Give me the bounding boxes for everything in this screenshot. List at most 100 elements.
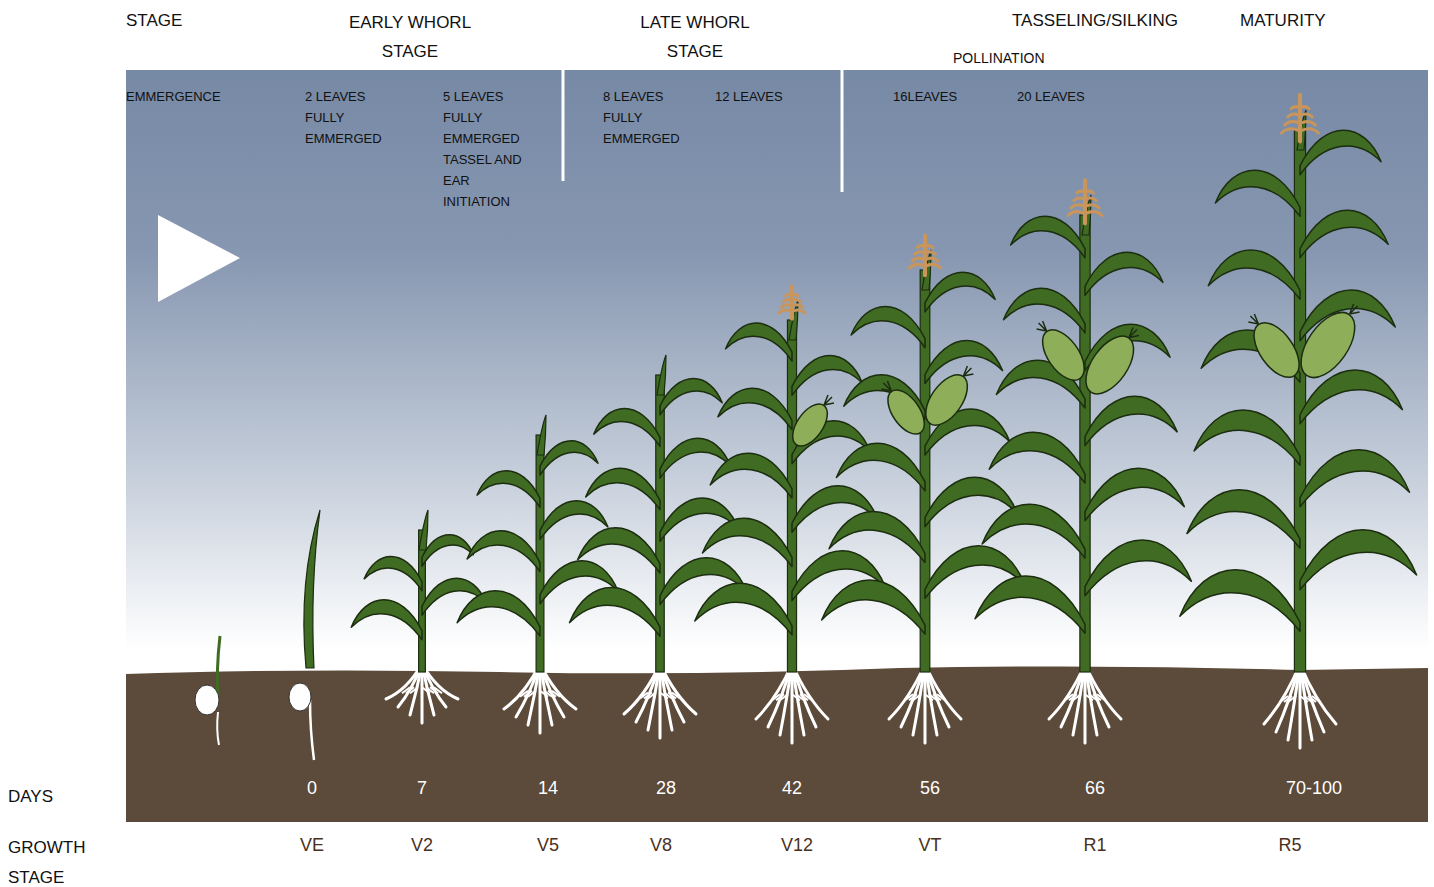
ear xyxy=(917,368,975,433)
tassel xyxy=(912,258,925,261)
root xyxy=(660,664,696,714)
root xyxy=(1073,664,1085,735)
tassel xyxy=(925,264,941,268)
leaf xyxy=(569,588,660,637)
tassel xyxy=(792,300,800,302)
leaf xyxy=(1180,570,1300,632)
leaf-count-label: 20 LEAVES xyxy=(1017,86,1085,107)
ear xyxy=(1245,315,1308,385)
tassel xyxy=(1300,121,1315,125)
root xyxy=(913,694,921,700)
stem xyxy=(920,270,930,672)
day-number: 56 xyxy=(885,776,975,800)
leaf xyxy=(829,512,925,563)
stage-divider xyxy=(841,70,844,192)
leaf xyxy=(1208,250,1300,299)
leaf xyxy=(726,323,792,361)
leaf xyxy=(1085,468,1184,520)
leaf xyxy=(1194,410,1300,465)
tassel xyxy=(1071,205,1085,208)
root xyxy=(1300,664,1336,724)
ear xyxy=(786,398,835,452)
leaf xyxy=(578,528,660,573)
ear xyxy=(1076,328,1143,402)
root xyxy=(780,664,792,735)
leaf xyxy=(718,388,792,429)
ear xyxy=(881,384,932,441)
tassel xyxy=(1074,198,1085,201)
root xyxy=(540,664,576,709)
sky-panel xyxy=(126,70,1428,680)
root xyxy=(310,700,314,760)
leaf xyxy=(1300,210,1388,258)
tassel xyxy=(1085,212,1102,216)
stage-heading: TASSELING/SILKING xyxy=(1012,8,1178,34)
root xyxy=(528,691,536,697)
tassel xyxy=(1282,129,1300,133)
growth-stage-code: V2 xyxy=(382,833,462,857)
silk xyxy=(824,395,834,405)
silk xyxy=(1037,321,1047,331)
leaf xyxy=(467,531,540,572)
tassel xyxy=(779,310,792,313)
leaf-count-label: 2 LEAVES FULLY EMMERGED xyxy=(305,86,400,149)
leaf xyxy=(1003,288,1085,333)
stage-heading: LATE WHORL STAGE xyxy=(625,8,765,66)
root xyxy=(792,664,828,719)
leaf xyxy=(989,432,1085,483)
growth-stage-code: V8 xyxy=(621,833,701,857)
silk xyxy=(881,381,891,391)
day-number: 42 xyxy=(747,776,837,800)
growth-stage-code: R1 xyxy=(1055,833,1135,857)
sprout xyxy=(217,636,220,700)
leaf xyxy=(537,415,546,455)
leaf-count-label: 8 LEAVES FULLY EMMERGED xyxy=(603,86,698,149)
leaf xyxy=(851,306,925,347)
seed xyxy=(289,683,311,711)
leaf xyxy=(1215,170,1300,216)
silk xyxy=(1350,304,1360,314)
leaf xyxy=(660,379,722,415)
leaf xyxy=(1011,216,1085,258)
leaf-count-label: 16LEAVES xyxy=(893,86,957,107)
silk xyxy=(963,366,973,376)
tassel xyxy=(925,246,933,248)
tassel xyxy=(1300,107,1309,109)
tassel xyxy=(1285,121,1300,125)
stage-heading: MATURITY xyxy=(1240,8,1326,34)
root xyxy=(1097,694,1105,700)
leaf xyxy=(594,408,660,446)
day-number: 28 xyxy=(621,776,711,800)
tassel xyxy=(915,252,925,254)
leaf xyxy=(710,453,792,498)
leaf xyxy=(836,443,925,491)
axis-label: DAYS xyxy=(8,785,53,809)
root xyxy=(217,712,219,745)
leaf xyxy=(540,441,598,475)
growth-stage-code: R5 xyxy=(1250,833,1330,857)
tassel xyxy=(925,258,938,261)
leaf-count-label: 12 LEAVES xyxy=(715,86,783,107)
growth-stage-code: V5 xyxy=(508,833,588,857)
axis-label: GROWTH STAGE xyxy=(8,833,108,887)
stage-heading: STAGE xyxy=(126,8,182,34)
tassel xyxy=(1300,129,1318,133)
day-number: 66 xyxy=(1050,776,1140,800)
leaf xyxy=(982,504,1085,558)
leaf xyxy=(586,468,660,510)
root xyxy=(780,694,788,700)
root xyxy=(648,664,660,730)
leaf xyxy=(657,355,666,395)
leaf xyxy=(364,556,422,590)
leaf xyxy=(1300,530,1417,590)
root xyxy=(528,664,540,725)
tassel xyxy=(1085,198,1096,201)
root xyxy=(410,687,418,693)
tassel xyxy=(925,252,935,254)
leaf-count-label: 5 LEAVES FULLY EMMERGED TASSEL AND EAR I… xyxy=(443,86,523,212)
silk xyxy=(1129,328,1139,338)
leaf xyxy=(975,576,1085,633)
growth-stage-code: VE xyxy=(272,833,352,857)
root xyxy=(422,664,458,699)
leaf xyxy=(351,600,422,640)
